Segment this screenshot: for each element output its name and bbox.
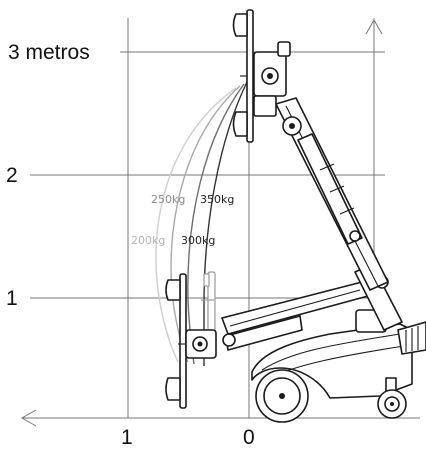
capacity-label-300: 300kg: [181, 234, 215, 247]
capacity-label-200: 200kg: [131, 234, 165, 247]
vertical-arrow: [365, 18, 383, 35]
chassis-body: [251, 323, 413, 399]
arc-200kg: [155, 87, 237, 363]
y-label-2m: 2: [6, 164, 18, 187]
y-label-1m: 1: [6, 287, 18, 310]
raised-suction-head: [232, 9, 291, 143]
capacity-label-250: 250kg: [151, 193, 185, 206]
y-label-3m: 3 metros: [8, 41, 90, 64]
lowered-boom: [221, 281, 369, 351]
x-label-1: 1: [121, 426, 133, 449]
raised-boom-cylinder: [297, 133, 363, 245]
lowered-suction-frame: [201, 271, 216, 343]
raised-upper-cup: [232, 13, 248, 37]
lowered-frame-bar: [179, 273, 187, 409]
raised-lower-cup: [232, 111, 248, 137]
raised-boom: [275, 97, 403, 331]
rear-wheel: [377, 377, 407, 419]
horizontal-arrow: [20, 409, 37, 427]
capacity-label-350: 350kg: [200, 193, 234, 206]
lowered-upper-cup: [165, 279, 181, 301]
x-label-0: 0: [243, 426, 255, 449]
raised-frame-bar: [246, 9, 254, 143]
front-wheel: [255, 369, 309, 423]
lowered-lower-cup: [165, 377, 181, 401]
lowered-suction-head: [165, 273, 217, 409]
